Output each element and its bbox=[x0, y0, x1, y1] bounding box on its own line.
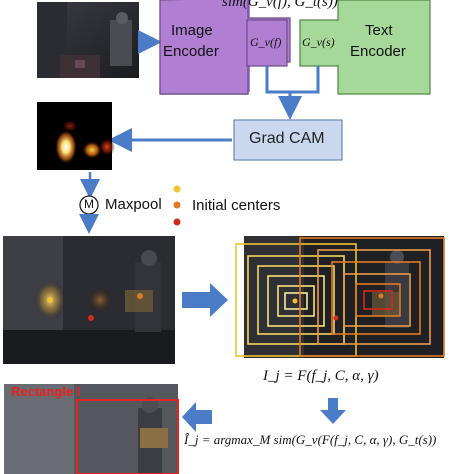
rectangle-label: Rectangle I bbox=[11, 384, 81, 399]
gv-f-output-block bbox=[246, 19, 288, 67]
text-encoder-line2: Encoder bbox=[350, 43, 406, 60]
candidate-rectangles bbox=[235, 237, 445, 357]
gradcam-heatmap bbox=[37, 102, 115, 170]
center-yellow bbox=[292, 298, 298, 304]
image-encoder-line2: Encoder bbox=[163, 43, 219, 60]
grad-cam-label: Grad CAM bbox=[249, 130, 325, 147]
formula-argmax: Î_j = argmax_M sim(G_v(F(f_j, C, α, γ), … bbox=[184, 432, 437, 447]
formula-ij: I_j = F(f_j, C, α, γ) bbox=[263, 368, 379, 384]
legend-dot-red bbox=[173, 218, 181, 226]
maxpool-symbol-letter: M bbox=[84, 197, 94, 211]
gv-s-label: G_v(s) bbox=[302, 35, 335, 49]
text-encoder-line1: Text bbox=[365, 22, 393, 39]
legend-dot-yellow bbox=[173, 185, 181, 193]
to-argmax-arrow bbox=[320, 398, 346, 424]
image-encoder-line1: Image bbox=[171, 22, 213, 39]
to-rectangles-arrow bbox=[182, 283, 228, 317]
top-formula: sim(G_v(f), G_t(s)) bbox=[222, 0, 338, 10]
initial-centers-label: Initial centers bbox=[192, 197, 281, 214]
maxpool-label: Maxpool bbox=[105, 196, 162, 213]
center-red bbox=[333, 315, 339, 321]
encoder-merge-line bbox=[265, 66, 320, 94]
center-orange bbox=[378, 293, 384, 299]
legend-dot-orange bbox=[173, 201, 181, 209]
to-final-arrow bbox=[182, 402, 212, 432]
result-rectangle bbox=[76, 399, 179, 474]
grad-cam-box bbox=[233, 119, 343, 161]
input-photo bbox=[37, 2, 139, 78]
photo-with-centers bbox=[3, 236, 175, 364]
gv-f-label: G_v(f) bbox=[250, 35, 282, 49]
